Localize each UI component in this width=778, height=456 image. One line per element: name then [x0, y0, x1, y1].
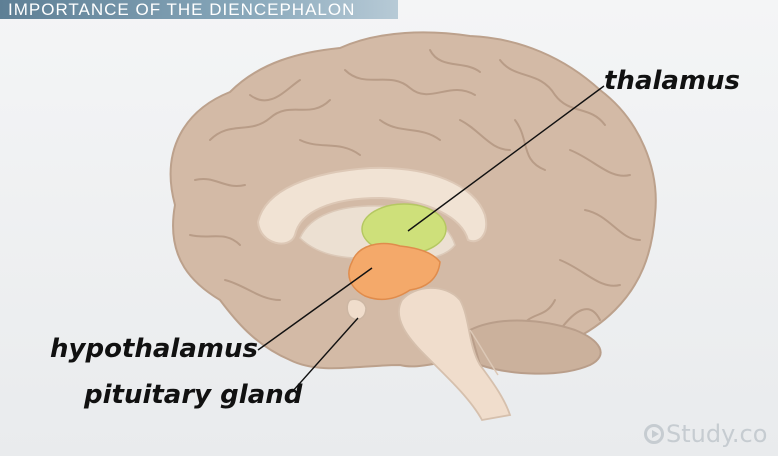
watermark: Study.co [644, 420, 767, 448]
pituitary-region [346, 298, 367, 321]
hypothalamus-region [348, 242, 441, 301]
corpus-callosum [256, 166, 488, 245]
pituitary-leader [291, 317, 359, 393]
hypothalamus-leader [257, 267, 373, 351]
hypothalamus-label: hypothalamus [50, 334, 258, 364]
brainstem-line [469, 329, 499, 376]
page-title: IMPORTANCE OF THE DIENCEPHALON [0, 0, 398, 19]
thalamus-leader [407, 85, 605, 232]
brainstem [398, 287, 512, 421]
pituitary-gland-label: pituitary gland [84, 380, 303, 410]
thalamus-label: thalamus [604, 66, 741, 96]
gyri-folds [189, 49, 641, 331]
cerebellum [468, 319, 602, 375]
play-logo-icon [644, 424, 664, 444]
watermark-text: Study.co [666, 420, 768, 448]
